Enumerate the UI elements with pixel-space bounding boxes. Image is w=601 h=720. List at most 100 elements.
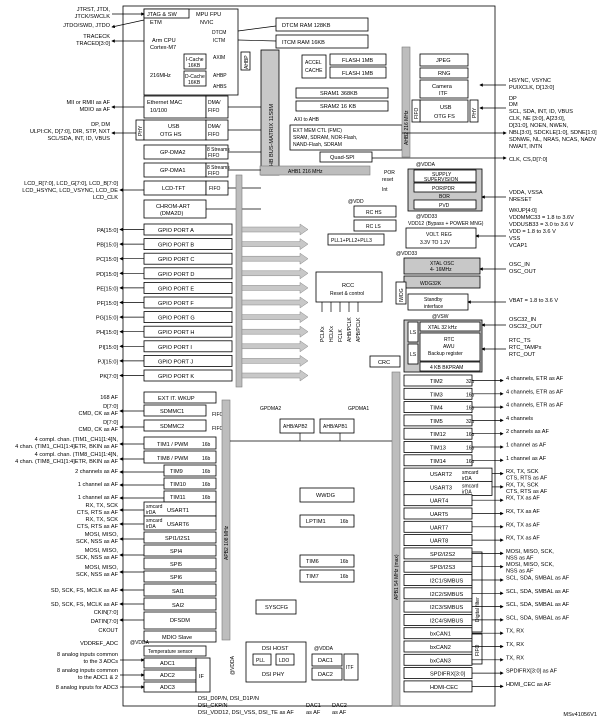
apb1-pin-label: 1 channel as AF bbox=[506, 443, 547, 449]
ictm-port: ICTM bbox=[213, 38, 225, 44]
gpio-pin-label: PK[7:0] bbox=[100, 374, 119, 380]
pin-lcd-sync: LCD_HSYNC, LCD_VSYNC, LCD_DE bbox=[22, 188, 118, 194]
apb1-pin-label: 2 channels as AF bbox=[506, 429, 549, 435]
gpio-bus-arrow bbox=[241, 238, 309, 251]
pin-hsync: HSYNC, VSYNC bbox=[509, 78, 551, 84]
itcm-ram-block bbox=[275, 34, 369, 49]
fmc-block bbox=[289, 124, 403, 151]
pin-mii: MII or RMII as AF bbox=[66, 100, 110, 106]
usart-irda: irDA bbox=[462, 489, 472, 495]
adc-if: IF bbox=[199, 674, 205, 680]
usb-fs-label: USB bbox=[440, 105, 452, 111]
pll-block bbox=[327, 233, 385, 246]
tim6-block bbox=[299, 554, 355, 568]
volt-reg-label: VOLT. REG bbox=[426, 232, 452, 238]
por-label: POR bbox=[384, 170, 395, 176]
backup-register-label: Backup register bbox=[428, 351, 463, 357]
apb1-pin-label: 4 channels, ETR as AF bbox=[506, 376, 564, 382]
figure-code: MSv41056V1 bbox=[563, 712, 597, 718]
pin-usbfs-dp: DP bbox=[509, 96, 517, 102]
iwdg-label: IWDG bbox=[399, 288, 405, 302]
eth-label: Ethernet MAC bbox=[147, 100, 182, 106]
flash1-label: FLASH 1MB bbox=[342, 58, 373, 64]
pin-dac1: DAC1 bbox=[306, 703, 321, 709]
lptim1-label: LPTIM1 bbox=[306, 519, 326, 525]
gpio-pin-label: PF[15:0] bbox=[97, 301, 119, 307]
apb1-periph-label: TIM14 bbox=[430, 459, 446, 465]
gpio-bus-arrow bbox=[241, 223, 309, 236]
apb1-periph-label: UART8 bbox=[430, 539, 448, 545]
pin-vddmmc: VDDMMC33 = 1.8 to 3.6V bbox=[509, 215, 574, 221]
syscfg-label: SYSCFG bbox=[265, 605, 288, 611]
pin-adc-common12: 8 analog inputs common bbox=[57, 668, 118, 674]
pin-168af: 168 AF bbox=[100, 395, 118, 401]
apb1-pin-label: MOSI, MISO, SCK, bbox=[506, 549, 554, 555]
pin-tim11: 1 channel as AF bbox=[78, 495, 119, 501]
rcc-block bbox=[315, 271, 383, 303]
apb1-label: APB1 54 MHz (max) bbox=[394, 554, 400, 600]
sai2-label: SAI2 bbox=[172, 603, 184, 609]
gpdma2-label: GP-DMA2 bbox=[160, 150, 186, 156]
pin-usart1-rx: RX, TX, SCK bbox=[85, 503, 118, 509]
apb2-spis: SPI1/I2S1 SPI4 SPI5 SPI6 bbox=[143, 531, 217, 583]
apb1-pin-label: RX, TX, SCK bbox=[506, 469, 539, 475]
pin-dac1-af: as AF bbox=[306, 710, 321, 716]
vdd33-label: @VDD33 bbox=[416, 214, 437, 220]
apb1-periph-label: I2C2/SMBUS bbox=[430, 592, 464, 598]
pin-ulpi: ULPI:CK, D[7:0], DIR, STP, NXT bbox=[30, 129, 111, 135]
fmc-mem2: NAND-Flash, SDRAM bbox=[293, 142, 342, 148]
cpu-label: Arm CPU bbox=[152, 38, 176, 44]
clock-output-label: PCLKx bbox=[320, 326, 326, 342]
apb1-pin-labels: 4 channels, ETR as AF 4 channels, ETR as … bbox=[472, 376, 570, 689]
tim6-bits: 16b bbox=[340, 559, 349, 565]
dac1-label: DAC1 bbox=[318, 658, 333, 664]
eth-dma-label: DMA/ bbox=[208, 100, 221, 106]
etm-label: ETM bbox=[150, 20, 162, 26]
pin-vdd: VDD = 1.8 to 3.6 V bbox=[509, 229, 556, 235]
apb1-periph-label: bxCAN1 bbox=[430, 632, 451, 638]
tim8-bits: 16b bbox=[202, 456, 211, 462]
ahb2-bus bbox=[401, 46, 411, 158]
pin-vbat: VBAT = 1.8 to 3.6 V bbox=[509, 298, 558, 304]
apb1-pin-label: RX, TX as AF bbox=[506, 522, 540, 528]
apb1-pin-label: SCL, SDA, SMBAL as AF bbox=[506, 615, 570, 621]
xtal32-label: XTAL 32 kHz bbox=[428, 325, 457, 331]
digital-filter-label: Digital filter bbox=[475, 597, 481, 622]
adc3-label: ADC3 bbox=[160, 685, 175, 691]
tim11-label: TIM11 bbox=[170, 495, 185, 501]
gpio-bus-arrow bbox=[241, 296, 309, 309]
dsi-vdda: @VDDA bbox=[230, 655, 236, 675]
pin-tim8-chan: 4 chan. (TIM8_CH1[1:4]ETR, BKIN as AF bbox=[15, 459, 118, 465]
timer-bits: 32b bbox=[466, 419, 475, 425]
gpio-bus-arrow bbox=[241, 281, 309, 294]
pin-tim10: 1 channel as AF bbox=[78, 482, 119, 488]
dsi-host-label: DSI HOST bbox=[262, 646, 289, 652]
timer-bits: 16b bbox=[466, 446, 475, 452]
gpio-bus-arrow bbox=[241, 354, 309, 367]
mpu-fpu-label: MPU FPU bbox=[196, 12, 221, 18]
adc2-label: ADC2 bbox=[160, 673, 175, 679]
usart1-irda: irDA bbox=[146, 510, 156, 516]
gpio-port-label: GPIO PORT J bbox=[158, 359, 193, 365]
clock-output-label: APB/PCLK bbox=[356, 317, 362, 342]
pin-dp-dm: DP, DM bbox=[91, 122, 110, 128]
spi4-label: SPI4 bbox=[170, 549, 182, 555]
pin-adc3: 8 analog inputs for ADC3 bbox=[56, 685, 118, 691]
ext-it-label: EXT IT. WKUP bbox=[158, 396, 195, 402]
pin-jtdo: JTDO/SWD, JTDO bbox=[63, 23, 111, 29]
xtal-osc-label: XTAL OSC bbox=[430, 261, 455, 267]
apb1-pin-label: TX, RX bbox=[506, 655, 524, 661]
pin-sdmmc2-cmd: CMD, CK as AF bbox=[79, 427, 119, 433]
pin-dsi-clk: DSI_CKP/N bbox=[198, 703, 228, 709]
jtag-sw-label: JTAG & SW bbox=[147, 12, 177, 18]
itcm-ram-label: ITCM RAM 16KB bbox=[282, 40, 325, 46]
apb1-pin-label: 4 channels, ETR as AF bbox=[506, 403, 564, 409]
sdmmc1-label: SDMMC1 bbox=[160, 409, 184, 415]
fmc-label: EXT MEM CTL (FMC) bbox=[293, 128, 342, 134]
pin-sdmmc2-d: D[7:0] bbox=[103, 420, 118, 426]
lcd-fifo: FIFO bbox=[209, 186, 220, 192]
tim11-bits: 16b bbox=[202, 495, 211, 501]
pin-osc-out: OSC_OUT bbox=[509, 269, 537, 275]
